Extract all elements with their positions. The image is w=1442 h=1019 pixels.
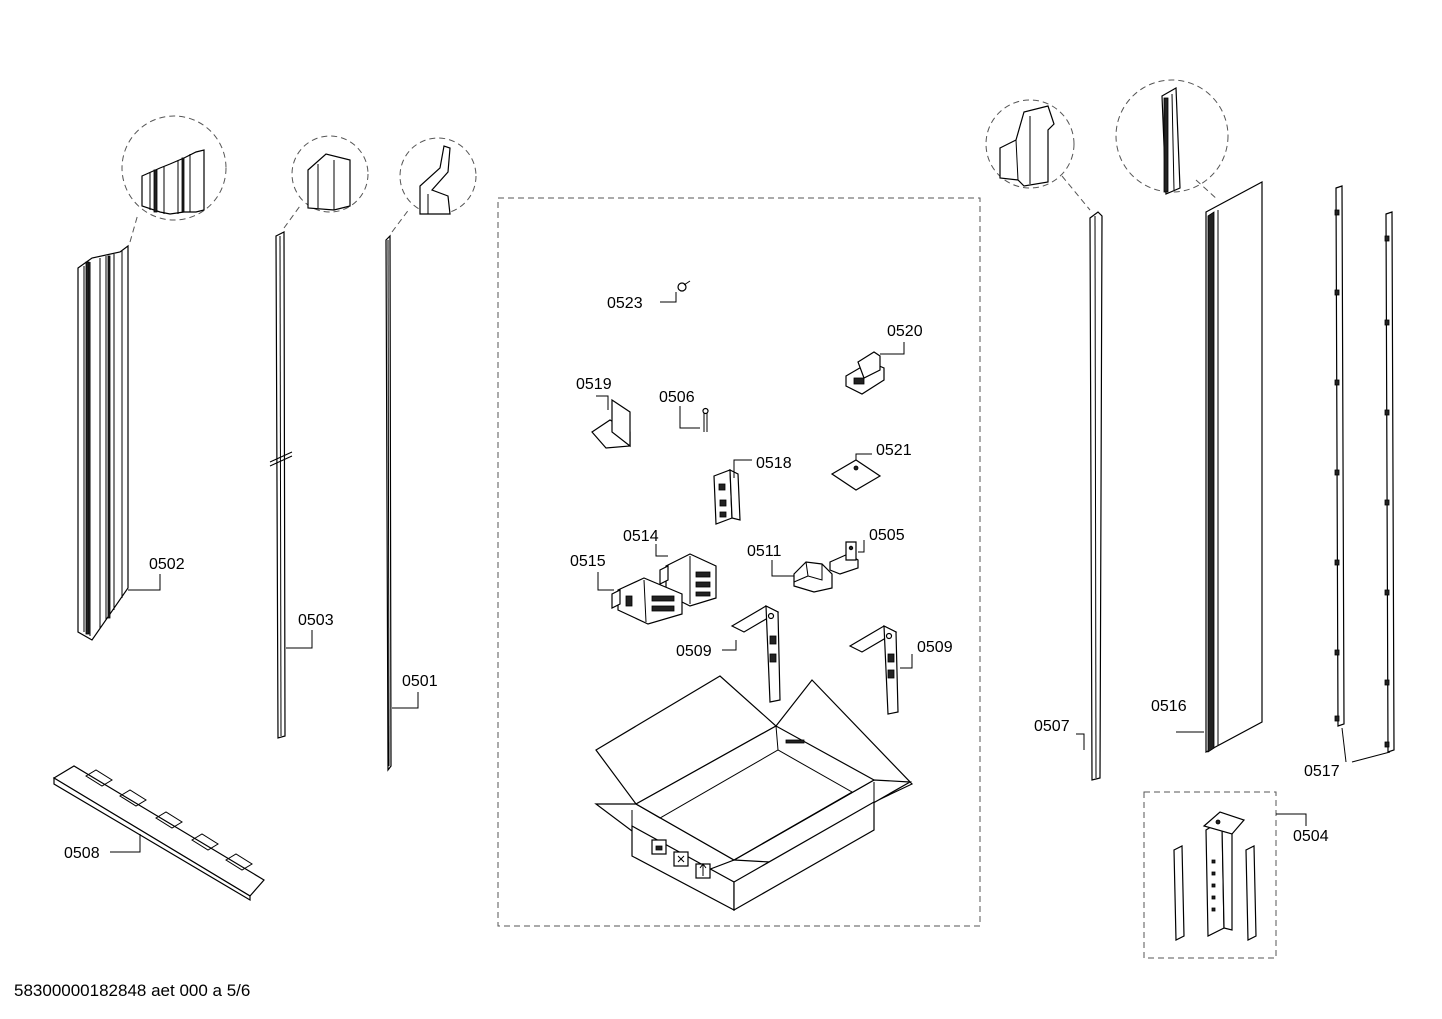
part-0508-rail (52, 765, 265, 902)
label-0516: 0516 (1151, 698, 1187, 715)
label-0515: 0515 (570, 553, 606, 570)
label-0520: 0520 (887, 323, 923, 340)
label-0509-right: 0509 (917, 639, 953, 656)
part-0523-screw (660, 280, 691, 303)
part-0517-strips (1334, 185, 1395, 763)
label-0514: 0514 (623, 528, 659, 545)
part-0520-latch (845, 342, 905, 395)
label-0518: 0518 (756, 455, 792, 472)
part-0506-pin (679, 406, 709, 432)
label-0517: 0517 (1304, 763, 1340, 780)
label-0509-left: 0509 (676, 643, 712, 660)
part-0519-angle-bracket (591, 395, 631, 449)
accessory-kit-frame (497, 197, 981, 927)
part-0511-block (771, 560, 833, 593)
part-0503-strip (269, 135, 369, 739)
part-0518-hinge-plate (713, 459, 752, 525)
label-0504: 0504 (1293, 828, 1329, 845)
part-0509-angle-right (848, 625, 913, 715)
document-code: 58300000182848 aet 000 a 5/6 (14, 981, 251, 1000)
label-0505: 0505 (869, 527, 905, 544)
open-cardboard-box (594, 675, 914, 912)
part-0501-gasket (385, 137, 477, 772)
label-0503: 0503 (298, 612, 334, 629)
label-0506: 0506 (659, 389, 695, 406)
part-0502-profile (77, 115, 227, 641)
label-0501: 0501 (402, 673, 438, 690)
label-0521: 0521 (876, 442, 912, 459)
part-0504-hinge-kit (1143, 791, 1307, 959)
part-0516-panel (1115, 79, 1263, 754)
part-0515-hinge (597, 572, 683, 625)
part-0509-angle-left (722, 605, 781, 703)
label-0507: 0507 (1034, 718, 1070, 735)
label-0519: 0519 (576, 376, 612, 393)
label-0523: 0523 (607, 295, 643, 312)
part-0505-bracket (829, 540, 865, 575)
part-0521-plate (830, 453, 882, 491)
label-0502: 0502 (149, 556, 185, 573)
label-0511: 0511 (747, 543, 782, 560)
label-0508: 0508 (64, 845, 100, 862)
part-0507-profile (985, 99, 1103, 781)
